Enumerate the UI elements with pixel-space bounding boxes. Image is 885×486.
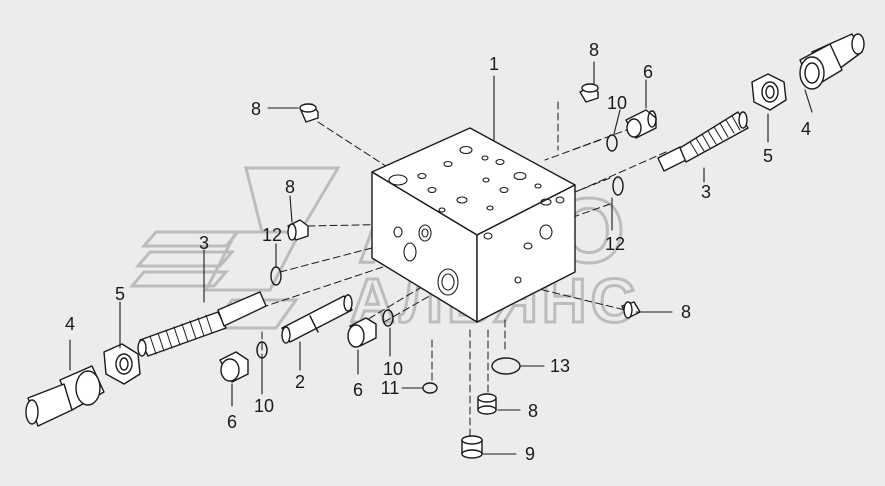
cap-right xyxy=(799,33,865,90)
o-ring-12-left xyxy=(270,266,282,286)
callout-4-left: 4 xyxy=(65,314,75,334)
callout-5-left: 5 xyxy=(115,284,125,304)
callout-8-top-left: 8 xyxy=(251,99,261,119)
plug-bottom-left xyxy=(219,351,249,383)
callout-6-center: 6 xyxy=(353,380,363,400)
callout-9: 9 xyxy=(525,444,535,464)
callout-8-bottom: 8 xyxy=(528,401,538,421)
o-ring-12-right xyxy=(612,176,624,196)
callout-6-bottom-left: 6 xyxy=(227,412,237,432)
ring-11 xyxy=(422,382,438,394)
callout-labels: 1 8 8 6 10 4 5 3 12 8 12 3 5 4 8 13 8 9 … xyxy=(65,40,811,464)
plug-top-right xyxy=(625,109,657,139)
o-ring-10-top xyxy=(606,134,618,152)
callout-5-right: 5 xyxy=(763,146,773,166)
spool-right xyxy=(657,111,749,172)
spool-left xyxy=(137,291,267,357)
o-ring-13 xyxy=(491,357,521,375)
screw-bottom xyxy=(477,393,497,415)
callout-3-right: 3 xyxy=(701,182,711,202)
callout-10-top: 10 xyxy=(607,93,627,113)
callout-10-center: 10 xyxy=(383,359,403,379)
plug-center xyxy=(347,317,377,348)
callout-1: 1 xyxy=(489,54,499,74)
callout-3-left: 3 xyxy=(199,233,209,253)
nut-right xyxy=(751,73,787,111)
callout-11: 11 xyxy=(381,378,400,398)
leader-lines xyxy=(69,61,813,455)
callout-4-right: 4 xyxy=(801,119,811,139)
screw-top-left xyxy=(299,103,319,123)
o-ring-10-center xyxy=(382,309,394,327)
callout-8-right-mid: 8 xyxy=(681,302,691,322)
callout-8-top-center: 8 xyxy=(589,40,599,60)
plug-9 xyxy=(461,435,483,459)
pin-2 xyxy=(281,294,353,344)
valve-block xyxy=(371,127,576,323)
nut-left xyxy=(103,343,141,385)
callout-12-right: 12 xyxy=(605,234,625,254)
cap-left xyxy=(25,365,105,427)
callout-6-top-right: 6 xyxy=(643,62,653,82)
callout-2: 2 xyxy=(295,372,305,392)
watermark-logo xyxy=(128,166,341,330)
callout-10-left: 10 xyxy=(254,396,274,416)
screw-left-mid xyxy=(287,219,309,241)
o-ring-10-left xyxy=(256,341,268,359)
screw-top-center xyxy=(579,83,599,103)
callout-13: 13 xyxy=(550,356,570,376)
callout-12-left: 12 xyxy=(262,225,282,245)
callout-8-left-mid: 8 xyxy=(285,177,295,197)
